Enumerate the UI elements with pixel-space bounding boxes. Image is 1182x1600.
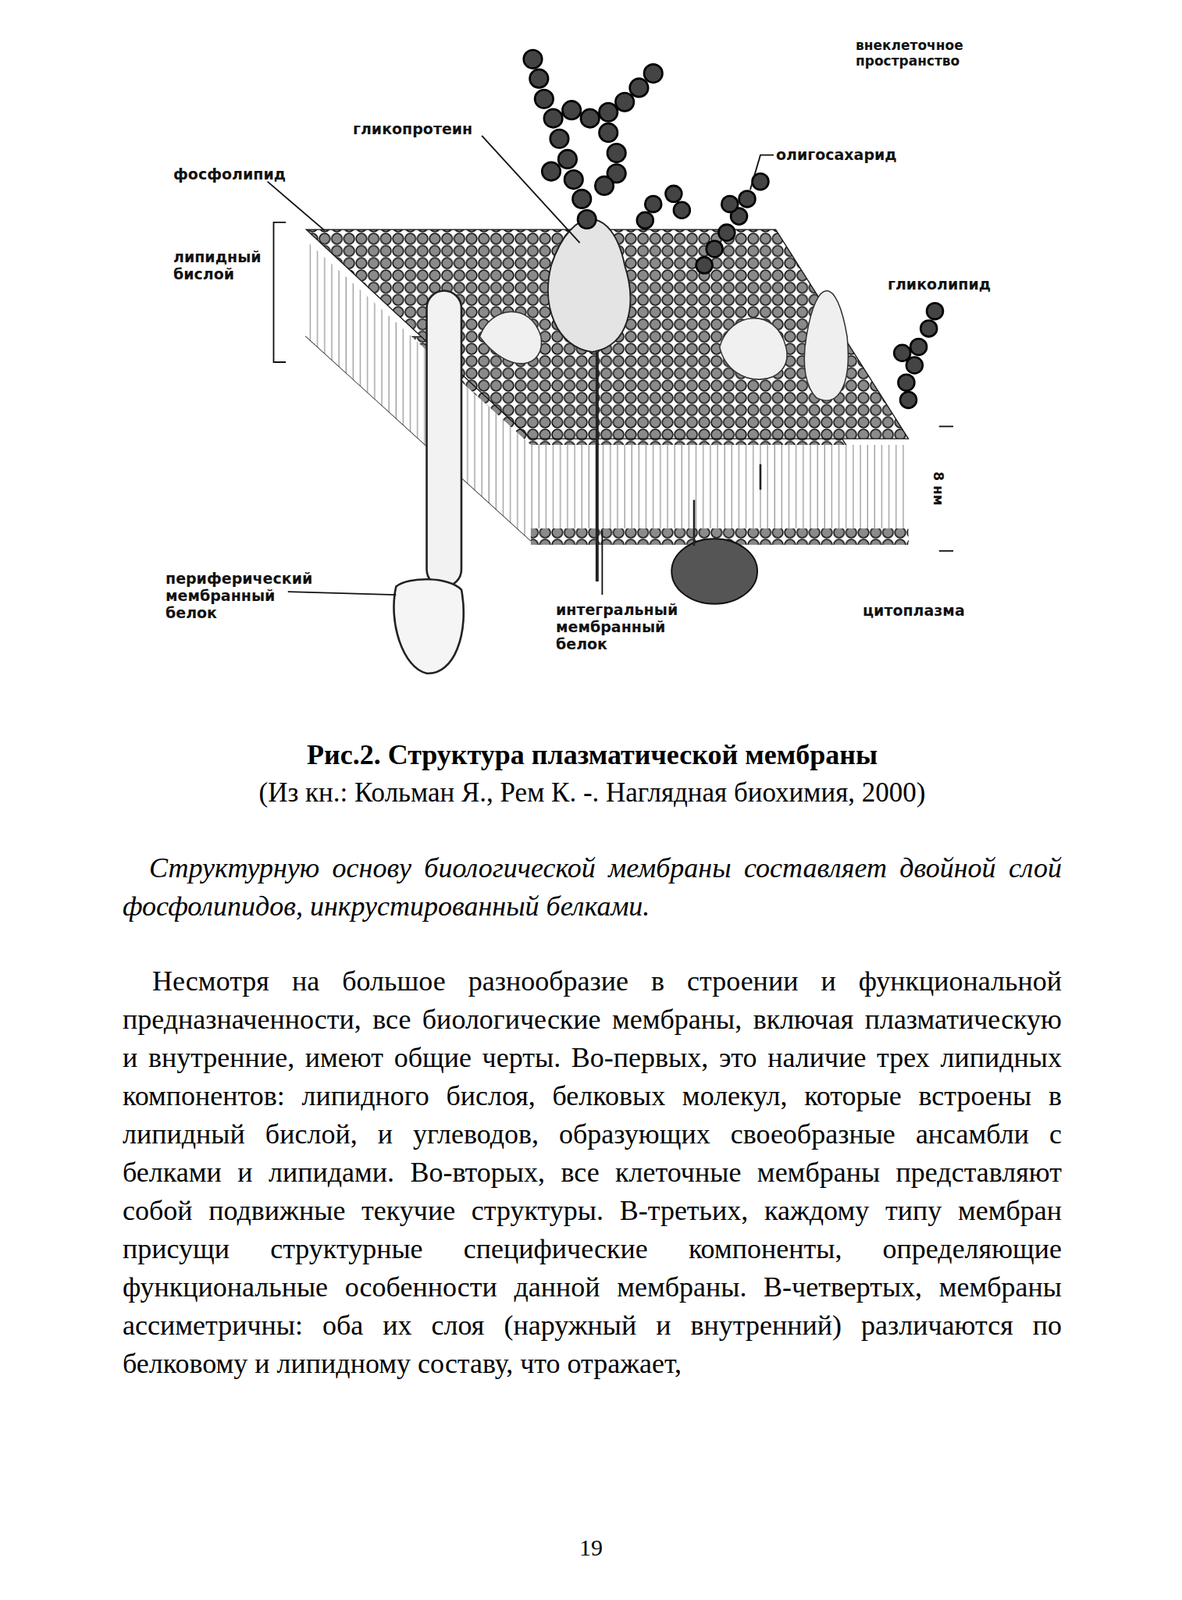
- part-label: периферический мембранный белок: [165, 569, 283, 622]
- membrane-proteins: [393, 219, 848, 674]
- italic-statement: Структурную основу биологической мембран…: [122, 849, 1062, 926]
- part-label: фосфолипид: [173, 165, 286, 183]
- part-label: гликопротеин: [352, 120, 473, 138]
- body-paragraph: Несмотря на большое разнообразие в строе…: [122, 962, 1062, 1384]
- part-label: олигосахарид: [776, 145, 898, 164]
- dimension-label: 8 нм: [929, 471, 948, 506]
- figure-source: (Из кн.: Кольман Я., Рем К. -. Наглядная…: [122, 776, 1062, 811]
- region-label: внеклеточное пространство: [855, 37, 989, 69]
- leader-lines: [267, 135, 954, 595]
- sugar-chains: [523, 49, 944, 409]
- page-number: 19: [551, 1534, 631, 1563]
- part-label: гликолипид: [887, 275, 991, 293]
- part-label: интегральный мембранный белок: [555, 601, 697, 653]
- figure-title: Рис.2. Структура плазматической мембраны: [122, 737, 1062, 773]
- region-label: цитоплазма: [862, 601, 965, 620]
- part-label: липидный бислой: [173, 248, 268, 283]
